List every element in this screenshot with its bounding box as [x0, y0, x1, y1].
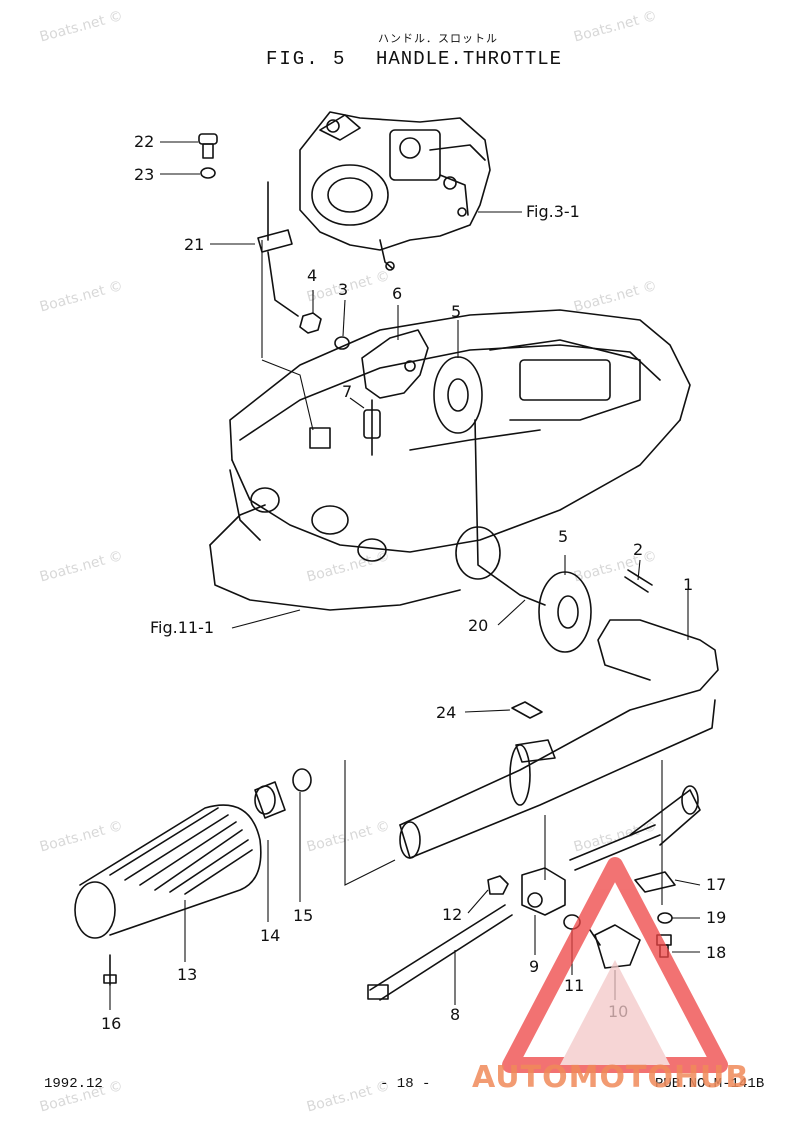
- bushing-15: [292, 768, 312, 792]
- footer-publication-number: PUB.NO.M-141B: [655, 1076, 765, 1092]
- callout-5-upper: 5: [451, 302, 462, 321]
- bolt-22: [198, 133, 218, 159]
- clip-24: [511, 701, 543, 719]
- nut-12: [487, 875, 509, 895]
- callout-17: 17: [706, 875, 727, 894]
- friction-plate-5-lower: [538, 571, 592, 653]
- rod-8: [369, 904, 513, 1001]
- callout-15: 15: [293, 906, 314, 925]
- carburetor-drawing: [299, 111, 491, 271]
- callout-19: 19: [706, 908, 727, 927]
- footer-page-number: - 18 -: [380, 1076, 431, 1092]
- knob-10: [589, 924, 641, 969]
- callout-2: 2: [633, 540, 644, 559]
- callout-16: 16: [101, 1014, 122, 1033]
- callout-1: 1: [683, 575, 694, 594]
- washer-11: [563, 914, 581, 930]
- callout-4: 4: [307, 266, 318, 285]
- bolt-18: [656, 934, 672, 958]
- title-japanese: ハンドル．スロットル: [378, 32, 498, 45]
- throttle-shaft-20: [474, 419, 546, 606]
- page-title: HANDLE.THROTTLE: [376, 48, 563, 70]
- callout-8: 8: [450, 1005, 461, 1024]
- callout-6: 6: [392, 284, 403, 303]
- callout-23: 23: [134, 165, 155, 184]
- leader-lines: [109, 141, 701, 1010]
- footer-date: 1992.12: [44, 1076, 103, 1092]
- callout-10: 10: [608, 1002, 629, 1021]
- plate-17: [634, 871, 676, 893]
- callout-21: 21: [184, 235, 205, 254]
- callout-20: 20: [468, 616, 489, 635]
- callout-5-lower: 5: [558, 527, 569, 546]
- bolt-2: [624, 569, 653, 593]
- throttle-grip-13: [74, 804, 262, 939]
- washer-23: [200, 167, 216, 179]
- callout-24: 24: [436, 703, 457, 722]
- callout-12: 12: [442, 905, 463, 924]
- washer-19: [657, 912, 673, 924]
- cable-end: [629, 785, 701, 846]
- figure-ref-11-1: Fig.11-1: [150, 618, 215, 637]
- callout-14: 14: [260, 926, 281, 945]
- figure-number: FIG. 5: [266, 48, 347, 70]
- collar-14: [254, 781, 286, 819]
- callout-18: 18: [706, 943, 727, 962]
- choke-rod-21: [257, 181, 299, 317]
- nut-4: [299, 312, 322, 334]
- callout-9: 9: [529, 957, 540, 976]
- tiller-handle-1: [399, 619, 719, 859]
- bottom-cowling-drawing: [209, 309, 691, 611]
- callout-11: 11: [564, 976, 585, 995]
- callout-7: 7: [342, 382, 353, 401]
- throttle-plate-6: [361, 329, 429, 399]
- bracket-9: [521, 867, 566, 916]
- callout-22: 22: [134, 132, 155, 151]
- callout-3: 3: [338, 280, 349, 299]
- figure-ref-3-1: Fig.3-1: [526, 202, 580, 221]
- callout-13: 13: [177, 965, 198, 984]
- logo-wordmark: AUTOMOTOHUB: [472, 1060, 750, 1095]
